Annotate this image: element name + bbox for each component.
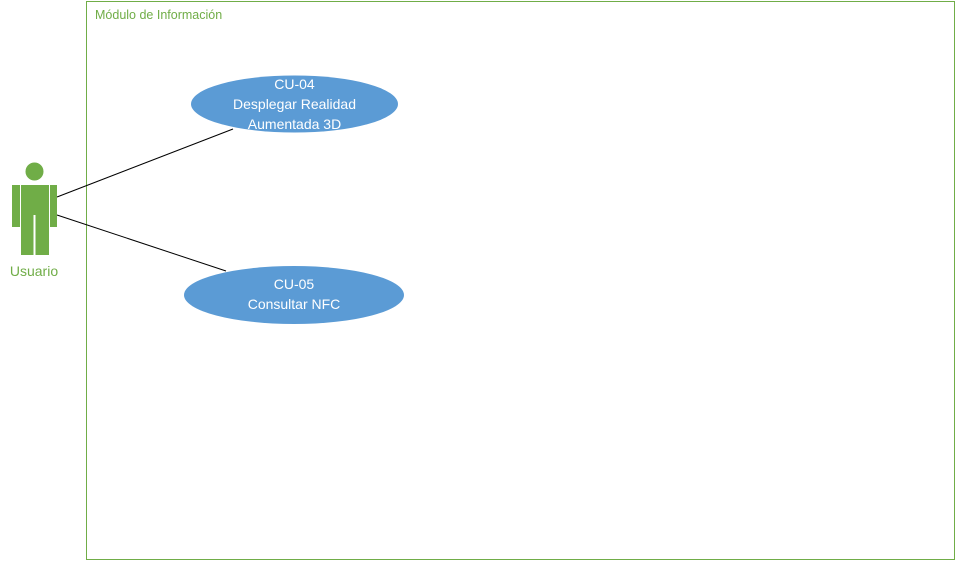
use-case-cu-04[interactable]: CU-04 Desplegar Realidad Aumentada 3D (191, 75, 398, 133)
use-case-cu-05[interactable]: CU-05 Consultar NFC (184, 266, 404, 324)
association-line-cu-04 (56, 128, 234, 198)
use-case-id: CU-04 (274, 76, 315, 92)
actor-head (25, 162, 44, 181)
use-case-name: Consultar NFC (248, 296, 341, 312)
use-case-id: CU-05 (274, 276, 315, 292)
use-case-name-line-2: Aumentada 3D (248, 116, 341, 132)
actor-left-leg (21, 215, 34, 255)
system-title: Módulo de Información (95, 8, 222, 22)
use-case-ellipse (191, 75, 398, 133)
actor-label: Usuario (10, 263, 58, 279)
actor-figure (12, 162, 57, 255)
actor-left-arm (12, 185, 20, 227)
actor-torso (21, 185, 49, 215)
system-boundary (86, 1, 955, 560)
actor-right-leg (35, 215, 49, 255)
actor-right-arm (50, 185, 57, 227)
association-line-cu-05 (56, 214, 227, 272)
use-case-ellipse (184, 266, 404, 324)
use-case-name-line-1: Desplegar Realidad (233, 96, 356, 112)
